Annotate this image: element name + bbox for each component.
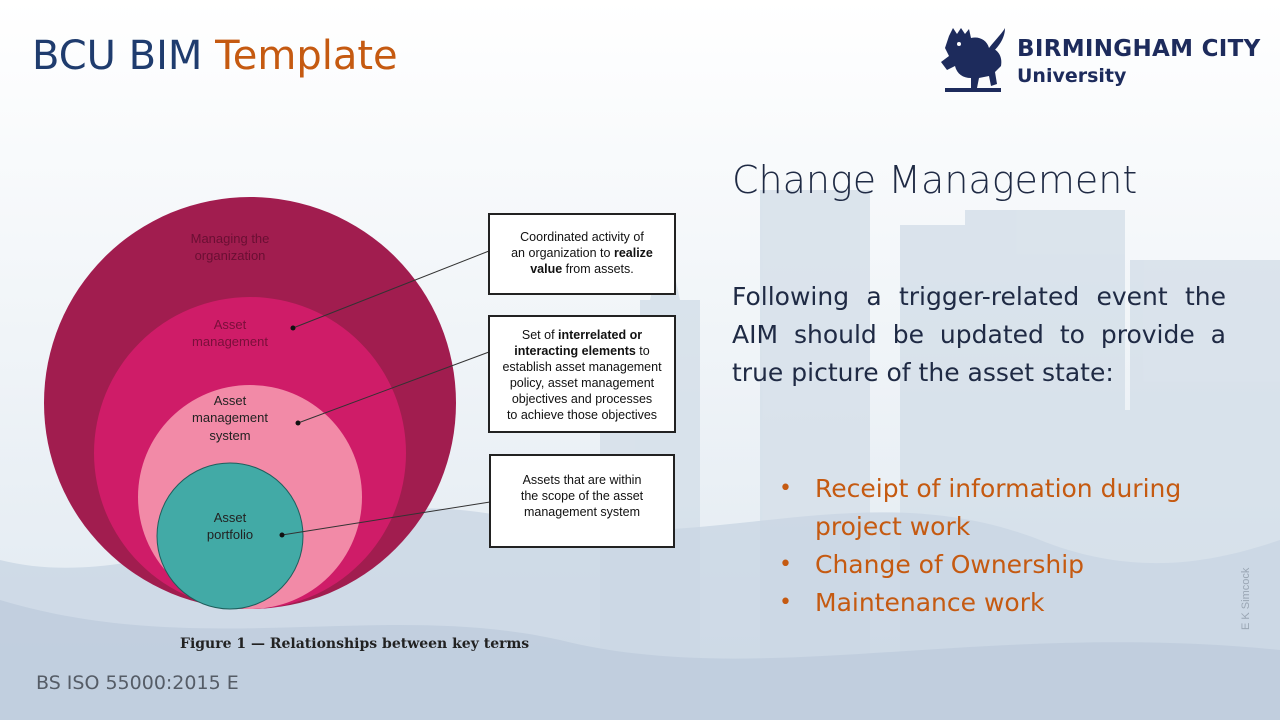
box2-line4: policy, asset management [509,376,655,390]
box2-line1b: interrelated or [558,328,643,342]
section-heading: Change Management [732,158,1138,202]
circle-asset-portfolio [156,462,304,610]
label-asset-mgmt-2: management [192,334,268,349]
logo-line-1: BIRMINGHAM CITY [1017,36,1261,62]
definition-box-management-system: Set of interrelated or interacting eleme… [488,315,676,433]
body-paragraph: Following a trigger-related event the AI… [732,282,1226,387]
box2-line2b: to [635,344,650,358]
box1-line2: an organization to realize [496,245,668,261]
label-ams-3: system [209,428,250,443]
bullet-dot-icon: • [779,552,792,577]
label-asset-mgmt-1: Asset [214,317,247,332]
connector-line-1 [292,250,490,329]
box1-line3: value from assets. [496,261,668,277]
relationships-diagram: Managing the organization Asset manageme… [20,195,680,625]
connector-dot-2 [295,420,301,426]
title-part-2: Template [215,33,398,79]
connector-line-3 [281,501,491,536]
circles-svg: Managing the organization Asset manageme… [44,197,491,610]
box3-line2: the scope of the asset [520,489,644,503]
box2-line5: objectives and processes [511,392,653,406]
label-managing-org-2: organization [195,248,266,263]
box2-line2a: interacting elements [514,344,636,358]
label-ams-2: management [192,410,268,425]
box2-line6: to achieve those objectives [506,408,658,422]
bullet-text: Maintenance work [815,588,1045,617]
box1-line2a: an organization to [511,246,614,260]
box2-line3: establish asset management [502,360,662,374]
university-logo: BIRMINGHAM CITY University [935,26,1260,96]
bullet-dot-icon: • [779,590,792,615]
label-ams-1: Asset [214,393,247,408]
box3-line1: Assets that are within [522,473,642,487]
box1-line2b: realize [613,246,653,260]
definition-box-asset-management: Coordinated activity of an organization … [488,213,676,295]
label-portfolio-2: portfolio [207,527,253,542]
title-part-1: BCU BIM [32,33,203,79]
bullet-list: • Receipt of information during project w… [775,470,1235,622]
author-credit: E K Simcock [1240,567,1252,630]
box1-line3a: value [530,262,563,276]
connector-line-2 [297,351,490,424]
lion-crest-icon [941,28,1005,92]
box2-line1: Set of interrelated or [496,327,668,343]
bullet-text: Change of Ownership [815,550,1085,579]
source-reference: BS ISO 55000:2015 E [36,672,239,694]
box3-line3: management system [523,505,641,519]
bullet-item: • Change of Ownership [775,546,1235,584]
bullet-item: • Maintenance work [775,584,1235,622]
slide-title: BCU BIM Template [32,30,398,82]
label-portfolio-1: Asset [214,510,247,525]
box2-line2: interacting elements to [496,343,668,359]
box2-line1a: Set of [521,328,559,342]
bullet-dot-icon: • [779,476,792,501]
connector-dot-3 [279,532,285,538]
connector-dot-1 [290,325,296,331]
logo-wordmark: BIRMINGHAM CITY University [1017,36,1261,90]
figure-caption: Figure 1 — Relationships between key ter… [180,636,530,652]
bullet-text: Receipt of information during project wo… [815,474,1182,541]
logo-line-2: University [1017,65,1127,87]
box1-line1: Coordinated activity of [520,230,644,244]
box1-line3b: from assets. [562,262,634,276]
label-managing-org-1: Managing the [191,231,270,246]
definition-box-asset-portfolio: Assets that are within the scope of the … [489,454,675,548]
bullet-item: • Receipt of information during project w… [775,470,1235,546]
